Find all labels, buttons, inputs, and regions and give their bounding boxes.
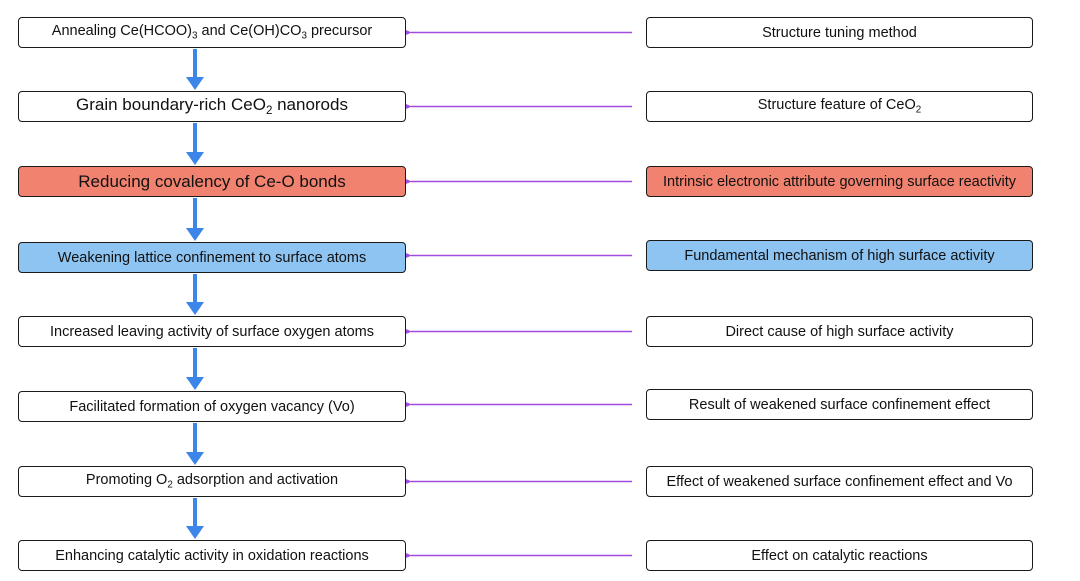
flow-step-annealing: Annealing Ce(HCOO)3 and Ce(OH)CO3 precur… (18, 17, 406, 48)
flow-arrowhead (186, 377, 204, 390)
flow-step-o2-adsorption: Promoting O2 adsorption and activation (18, 466, 406, 497)
box-label: Enhancing catalytic activity in oxidatio… (55, 547, 369, 564)
flow-step-catalytic-activity: Enhancing catalytic activity in oxidatio… (18, 540, 406, 571)
flow-arrowhead (186, 302, 204, 315)
flow-step-oxygen-leaving-activity: Increased leaving activity of surface ox… (18, 316, 406, 347)
flow-arrowhead (186, 77, 204, 90)
box-label: Grain boundary-rich CeO2 nanorods (76, 95, 348, 118)
description-electronic-attribute: Intrinsic electronic attribute governing… (646, 166, 1033, 197)
flow-arrowhead (186, 452, 204, 465)
description-direct-cause: Direct cause of high surface activity (646, 316, 1033, 347)
flow-arrowhead (186, 152, 204, 165)
description-result: Result of weakened surface confinement e… (646, 389, 1033, 420)
flow-arrowhead (186, 228, 204, 241)
subscript: 2 (915, 104, 922, 116)
box-label: Intrinsic electronic attribute governing… (663, 173, 1016, 190)
box-label: Promoting O2 adsorption and activation (85, 472, 339, 491)
box-label: Result of weakened surface confinement e… (688, 396, 991, 413)
box-label: Weakening lattice confinement to surface… (57, 249, 367, 266)
flow-step-reducing-covalency: Reducing covalency of Ce-O bonds (18, 166, 406, 197)
description-structure-tuning: Structure tuning method (646, 17, 1033, 48)
subscript: 2 (265, 105, 273, 118)
description-fundamental-mechanism: Fundamental mechanism of high surface ac… (646, 240, 1033, 271)
box-label: Direct cause of high surface activity (725, 323, 954, 340)
box-label: Effect of weakened surface confinement e… (666, 473, 1013, 490)
subscript: 2 (167, 479, 173, 491)
flow-step-grain-boundary-nanorods: Grain boundary-rich CeO2 nanorods (18, 91, 406, 122)
description-structure-feature: Structure feature of CeO2 (646, 91, 1033, 122)
box-label: Increased leaving activity of surface ox… (50, 323, 374, 340)
description-effect-catalytic: Effect on catalytic reactions (646, 540, 1033, 571)
box-label: Effect on catalytic reactions (751, 547, 928, 564)
subscript: 3 (192, 30, 198, 42)
box-label: Structure feature of CeO2 (757, 97, 922, 116)
flow-step-oxygen-vacancy-formation: Facilitated formation of oxygen vacancy … (18, 391, 406, 422)
box-label: Fundamental mechanism of high surface ac… (684, 247, 995, 264)
box-label: Reducing covalency of Ce-O bonds (78, 171, 346, 191)
subscript: 3 (301, 30, 307, 42)
flow-step-weakening-lattice-confinement: Weakening lattice confinement to surface… (18, 242, 406, 273)
flow-arrowhead (186, 526, 204, 539)
box-label: Structure tuning method (762, 24, 917, 41)
box-label: Facilitated formation of oxygen vacancy … (69, 398, 355, 415)
box-label: Annealing Ce(HCOO)3 and Ce(OH)CO3 precur… (51, 23, 373, 42)
description-effect-confinement-vo: Effect of weakened surface confinement e… (646, 466, 1033, 497)
